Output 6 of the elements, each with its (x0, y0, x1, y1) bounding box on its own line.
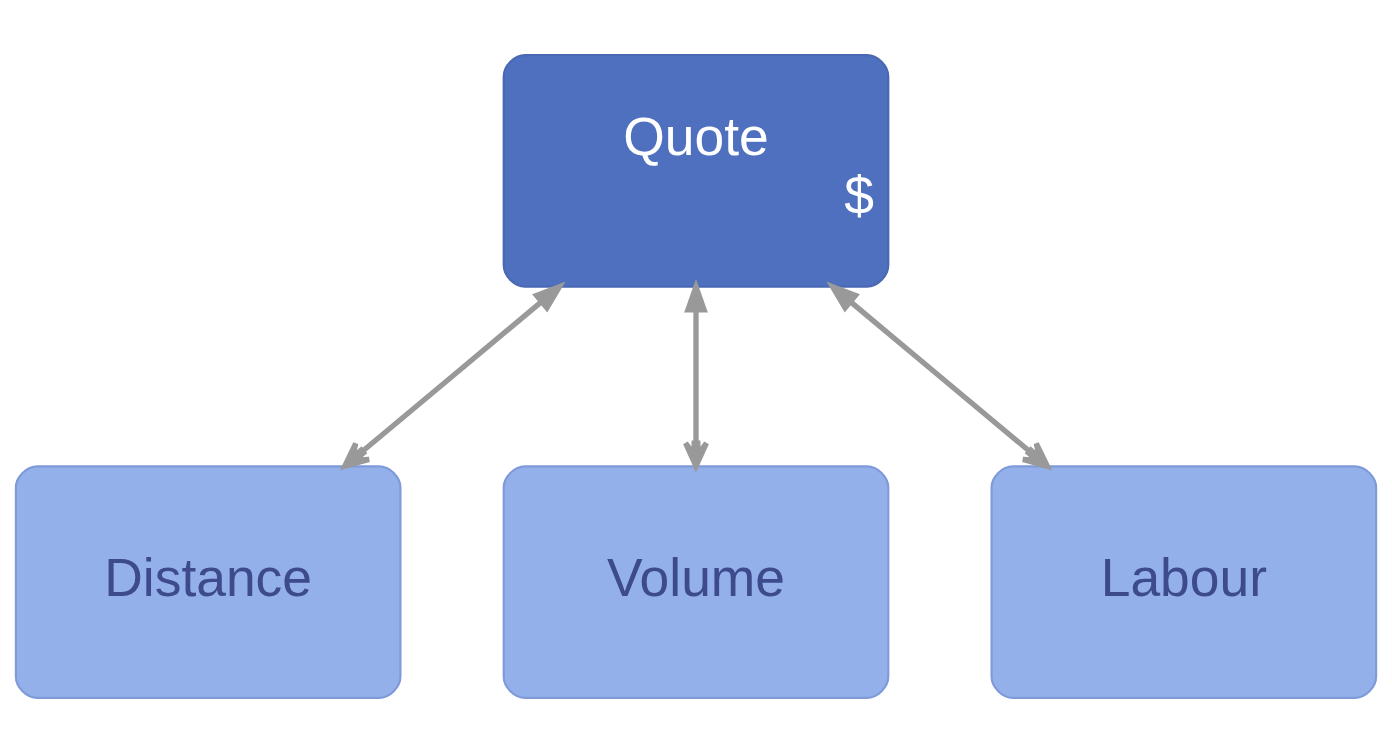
arrow (826, 281, 1050, 469)
node-box: Quote $ (502, 53, 890, 288)
arrow (342, 281, 566, 469)
node-box: Labour (990, 464, 1378, 699)
node-box: Distance (14, 464, 402, 699)
node-box: Volume (502, 464, 890, 699)
